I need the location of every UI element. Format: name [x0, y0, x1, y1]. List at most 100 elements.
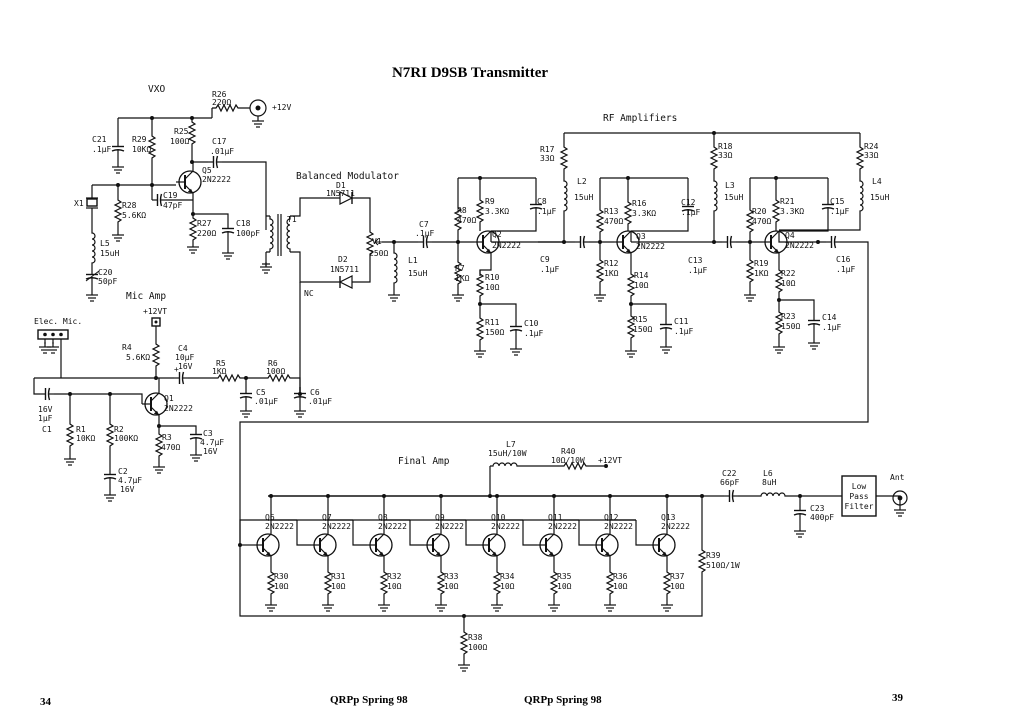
r21-value: 3.3KΩ [780, 207, 804, 216]
c9-label: C9 [540, 255, 550, 264]
r38-value: 100Ω [468, 643, 487, 652]
d2-label: D2 [338, 255, 348, 264]
r29-value: 10KΩ [132, 145, 151, 154]
c2-value: 4.7µF [118, 476, 142, 485]
final-resistor-value: 10Ω [670, 582, 685, 591]
final-resistor-label: R30 [274, 572, 289, 581]
final-resistor-value: 10Ω [613, 582, 628, 591]
final-transistor-label: Q9 [435, 513, 445, 522]
r9-resistor [476, 195, 484, 225]
c13-label: C13 [688, 256, 703, 265]
c3-label: C3 [203, 429, 213, 438]
c13-capacitor [721, 235, 737, 249]
r13-label: R13 [604, 207, 619, 216]
l2-label: L2 [577, 177, 587, 186]
elec-mic-label: Elec. Mic. [34, 317, 82, 326]
r21-resistor [772, 195, 780, 225]
d1-label: D1 [336, 181, 346, 190]
l6-value: 8uH [762, 478, 777, 487]
r24-resistor [856, 142, 864, 172]
r15-value: 150Ω [633, 325, 652, 334]
q2-value: 2N2222 [492, 241, 521, 250]
r21-label: R21 [780, 197, 795, 206]
l7-label: L7 [506, 440, 516, 449]
c5-value: .01µF [254, 397, 278, 406]
r12-resistor [596, 255, 604, 285]
r12-value: 1KΩ [604, 269, 619, 278]
c16-value: .1µF [836, 265, 855, 274]
c14-label: C14 [822, 313, 837, 322]
r27-label: R27 [197, 219, 212, 228]
l1-value: 15uH [408, 269, 427, 278]
r7-value: 1KΩ [455, 274, 470, 283]
c18-label: C18 [236, 219, 251, 228]
c9-capacitor [574, 235, 590, 249]
section-mic-amp: Mic Amp [126, 291, 166, 302]
r27-resistor [189, 213, 197, 243]
final-resistor-label: R36 [613, 572, 628, 581]
r1-value: 10KΩ [76, 434, 95, 443]
c12-value: .1µF [681, 208, 700, 217]
final-transistor-label: Q13 [661, 513, 676, 522]
final-resistor-label: R35 [557, 572, 572, 581]
r38-label: R38 [468, 633, 483, 642]
r19-label: R19 [754, 259, 769, 268]
c1-voltage: 16V [38, 405, 53, 414]
r23-label: R23 [781, 312, 796, 321]
lpf-line1: Low [852, 482, 867, 491]
r8-value: 470Ω [457, 216, 476, 225]
final-resistor-label: R31 [331, 572, 346, 581]
r6-value: 100Ω [266, 367, 285, 376]
final-transistor [649, 533, 676, 557]
vxo-circuit: +12V R26 220Ω C21 .1µF R29 10KΩ R25 100Ω… [74, 90, 291, 302]
r39-value: 510Ω/1W [706, 561, 740, 570]
l3-inductor [713, 177, 718, 215]
r14-value: 10Ω [634, 281, 649, 290]
r8-label: R8 [457, 206, 467, 215]
r27-value: 220Ω [197, 229, 216, 238]
r28-resistor [114, 195, 122, 225]
d2-diode [338, 275, 353, 289]
lpf-line3: Filter [845, 502, 874, 511]
c11-value: .1µF [674, 327, 693, 336]
c11-capacitor [659, 317, 673, 335]
c8-label: C8 [537, 197, 547, 206]
r40-label: R40 [561, 447, 576, 456]
final-transistor [479, 533, 506, 557]
c8-value: .1µF [537, 207, 556, 216]
c23-capacitor [793, 503, 807, 521]
r26-value: 220Ω [212, 98, 231, 107]
r20-value: 470Ω [752, 217, 771, 226]
final-resistor-value: 10Ω [444, 582, 459, 591]
r24-value: 33Ω [864, 151, 879, 160]
x1-label: X1 [74, 199, 84, 208]
final-resistor-value: 10Ω [387, 582, 402, 591]
l7-inductor [489, 462, 521, 467]
r17-value: 33Ω [540, 154, 555, 163]
c19-value: 47pF [163, 201, 182, 210]
q3-label: Q3 [636, 232, 646, 241]
r13-value: 470Ω [604, 217, 623, 226]
final-transistor-label: Q10 [491, 513, 506, 522]
r2-label: R2 [114, 425, 124, 434]
final-transistor-type: 2N2222 [604, 522, 633, 531]
page-number-left: 34 [40, 696, 52, 708]
c22-value: 66pF [720, 478, 739, 487]
balanced-modulator-circuit: T1 NC D1 1N5711 D2 1N5711 V1 250Ω C7 .1µ… [259, 181, 458, 394]
lpf-line2: Pass [849, 492, 868, 501]
r1-resistor [66, 419, 74, 449]
section-balanced-modulator: Balanced Modulator [296, 171, 399, 182]
c20-label: C20 [98, 268, 113, 277]
r16-resistor [624, 197, 632, 227]
publication-left: QRPp Spring 98 [330, 694, 408, 706]
final-transistor [253, 533, 280, 557]
r18-value: 33Ω [718, 151, 733, 160]
c10-value: .1µF [524, 329, 543, 338]
mic-amp-circuit: Elec. Mic. +12VT R4 5.6KΩ + C4 10µF 16V … [33, 307, 332, 502]
final-transistor-label: Q12 [604, 513, 619, 522]
